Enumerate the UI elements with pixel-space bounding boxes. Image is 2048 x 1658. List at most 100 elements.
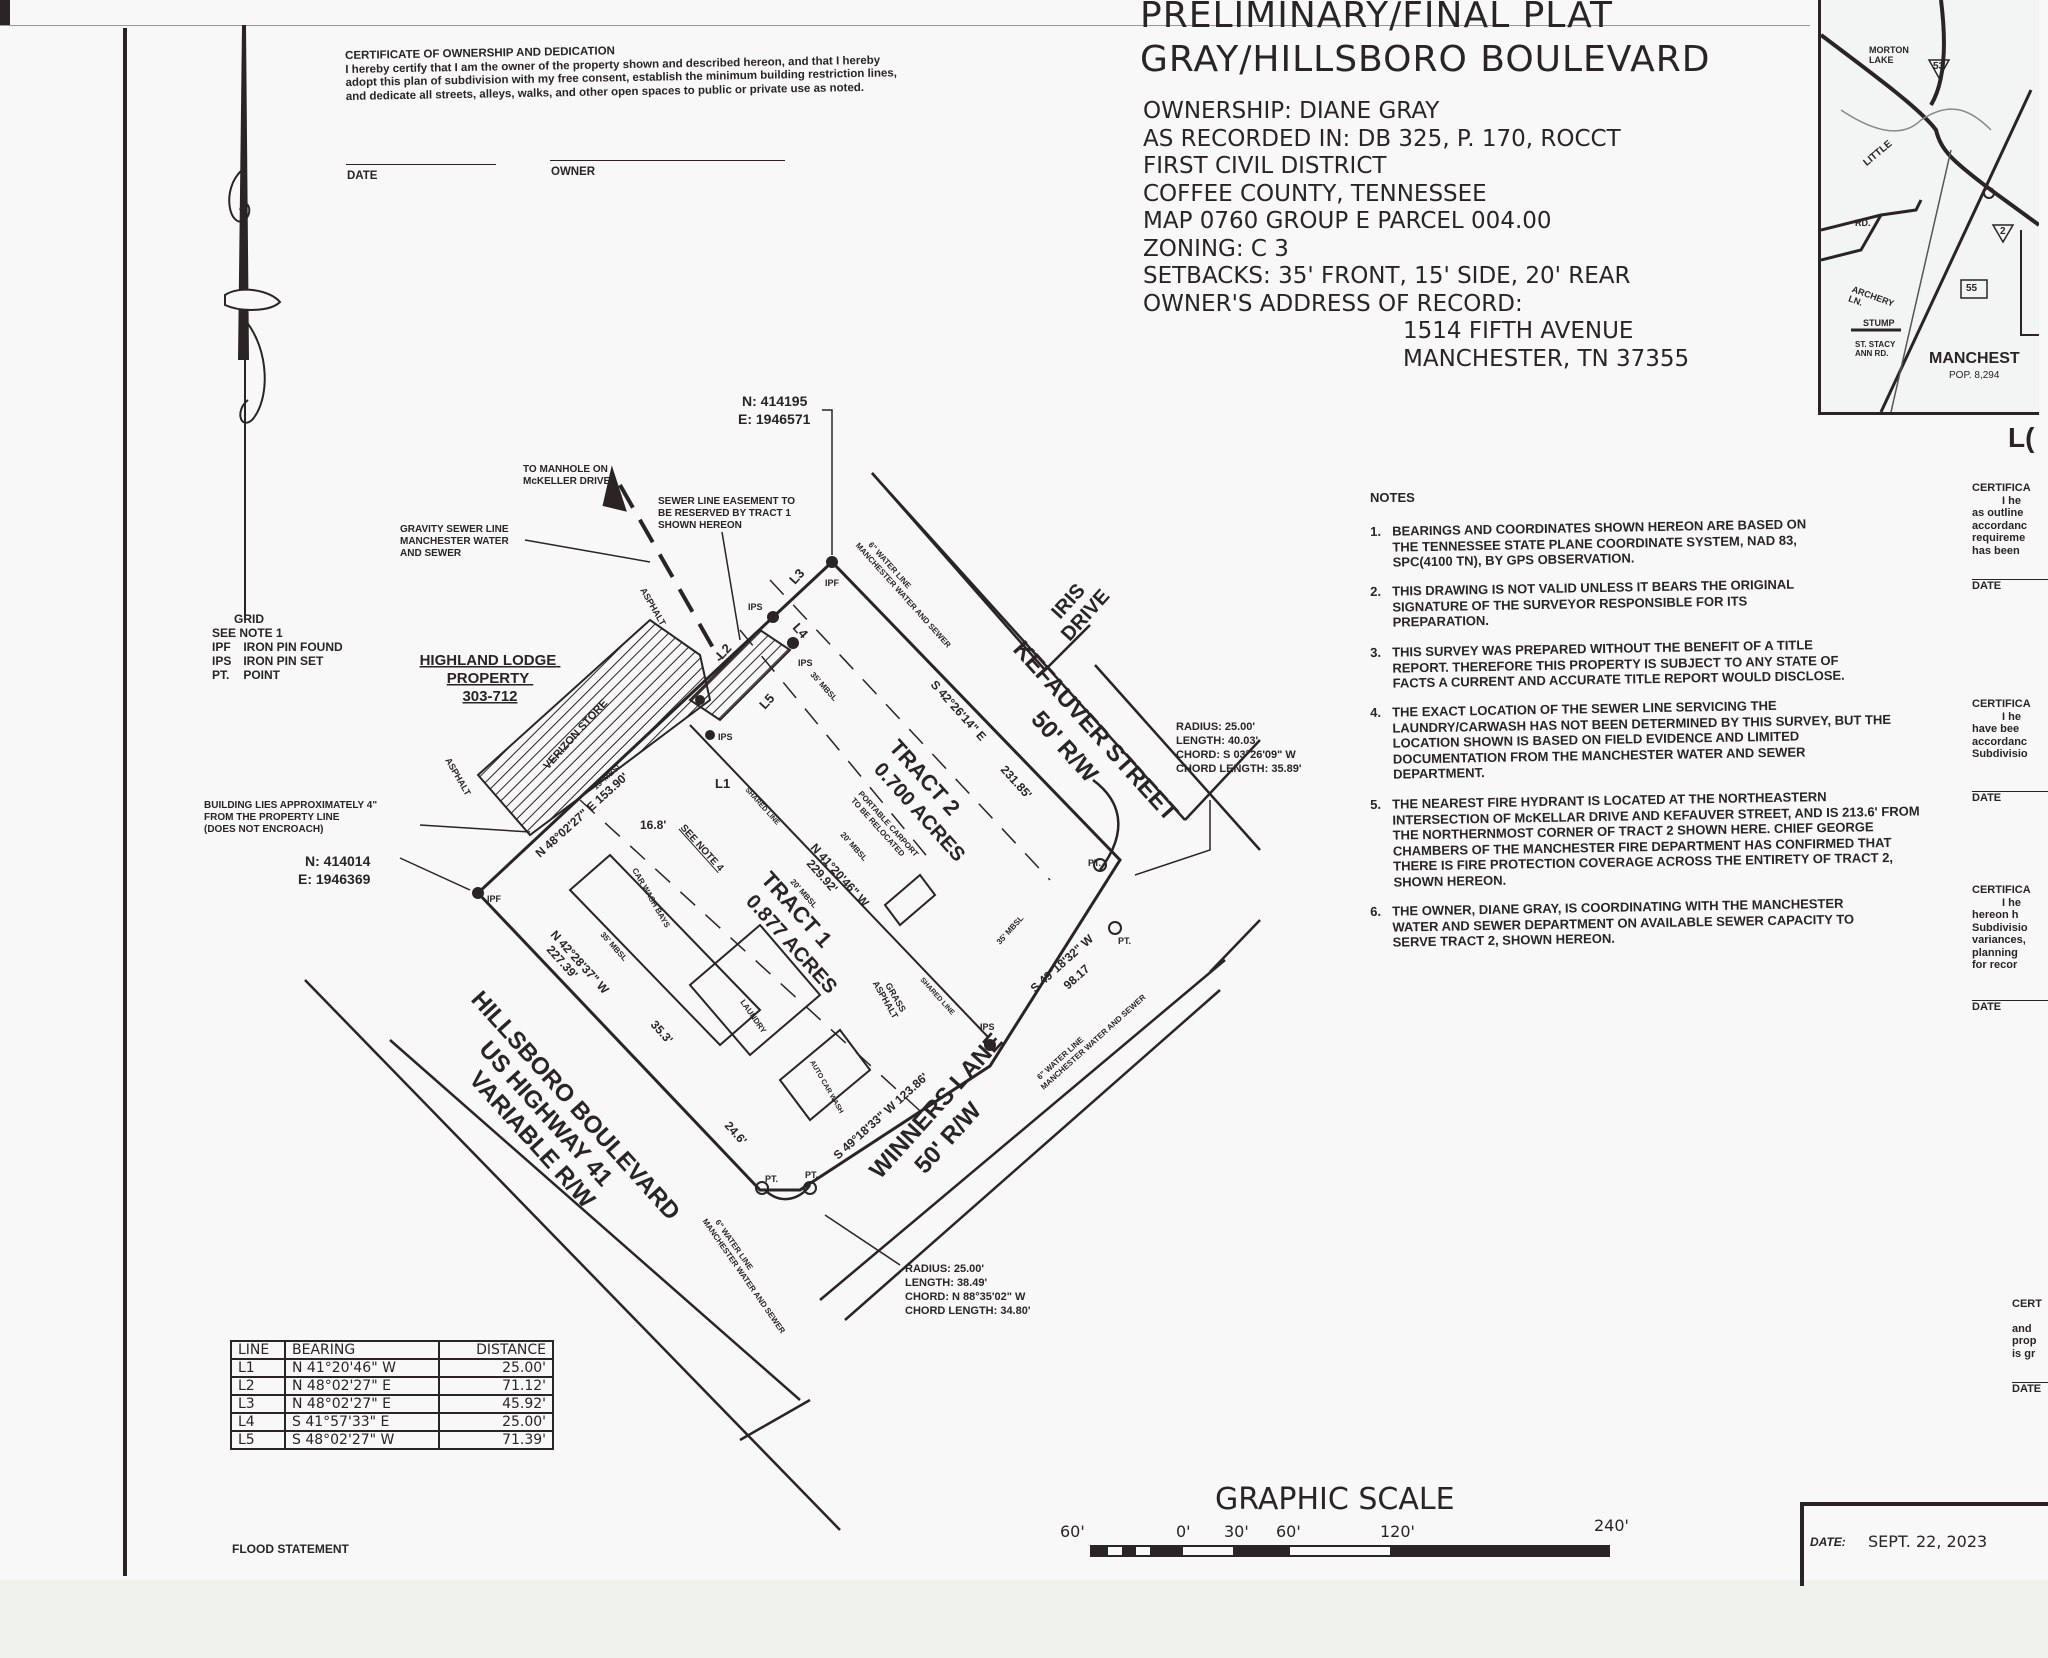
pin-label: PT. (1088, 858, 1101, 868)
plat-title: PRELIMINARY/FINAL PLAT GRAY/HILLSBORO BO… (1140, 0, 1711, 82)
mbsl-35: 35' MBSL (995, 914, 1026, 947)
curve-data-ne: RADIUS: 25.00' LENGTH: 40.03' CHORD: S 0… (1176, 721, 1302, 775)
building-note: BUILDING LIES APPROXIMATELY 4" FROM THE … (204, 800, 380, 835)
top-edge (0, 25, 1810, 26)
pin-label: IPS (748, 602, 763, 612)
map-label-stump: STUMP (1863, 318, 1895, 328)
pin-label: IPS (798, 658, 813, 668)
title-line-2: GRAY/HILLSBORO BOULEVARD (1140, 39, 1711, 80)
line-label-l1: L1 (715, 776, 730, 791)
location-map: MORTON LAKE LITTLE 53 2 55 ARCHERY LN. S… (1818, 0, 2039, 415)
scale-tick: 60' (1276, 1522, 1301, 1541)
see-note-4-tag[interactable]: SEE NOTE 4 (678, 823, 726, 874)
grass-asphalt-label: GRASS ASPHALT (871, 974, 910, 1021)
legend-see-note: SEE NOTE 1 (212, 626, 283, 640)
right-certificate-3: CERTIFICA I he hereon h Subdivisio varia… (1972, 884, 2048, 1013)
ownership-info: OWNERSHIP: DIANE GRAY AS RECORDED IN: DB… (1143, 98, 1689, 373)
plat-drawing: N: 414195 E: 1946571 N: 414014 E: 194636… (204, 393, 1610, 1557)
line-table-header: LINE BEARING DISTANCE (230, 1340, 554, 1360)
address-line-2: MANCHESTER, TN 37355 (1403, 345, 1690, 372)
map-city: MANCHEST (1929, 350, 2020, 367)
iron-pin-set (787, 637, 799, 649)
right-certificate-3-date: DATE (1972, 999, 2048, 1014)
point-marker (803, 1181, 817, 1195)
notes-heading: NOTES (1370, 490, 1415, 505)
civil-district: FIRST CIVIL DISTRICT (1143, 153, 1387, 179)
title-block-date-label: DATE: (1810, 1535, 1846, 1549)
point-marker (755, 1181, 769, 1195)
map-label-rd: RD. (1855, 218, 1871, 228)
map-population: POP. 8,294 (1949, 370, 2000, 381)
setbacks: SETBACKS: 35' FRONT, 15' SIDE, 20' REAR (1143, 263, 1631, 289)
iron-pin-found-sw (472, 887, 484, 899)
gravity-sewer-note: GRAVITY SEWER LINE MANCHESTER WATER AND … (400, 524, 511, 559)
pin-label: IPS (980, 1022, 995, 1032)
pin-label: IPF (487, 894, 502, 904)
scale-tick: 120' (1380, 1522, 1415, 1541)
mbsl-35: 35' MBSL (809, 670, 840, 703)
plat-sheet (0, 0, 2048, 1580)
date-signature-line[interactable] (346, 164, 496, 165)
title-line-1: PRELIMINARY/FINAL PLAT (1140, 0, 1614, 36)
map-label-55: 55 (1966, 283, 1978, 294)
scale-tick: 60' (1060, 1522, 1085, 1541)
north-arrow-icon (224, 25, 282, 620)
left-border-line (123, 28, 127, 1576)
scan-edge (0, 0, 10, 26)
graphic-scale-title: GRAPHIC SCALE (1215, 1482, 1455, 1517)
pin-label: IPS (718, 732, 733, 742)
ownership: OWNERSHIP: DIANE GRAY (1143, 98, 1440, 124)
verizon-store-building (476, 618, 712, 837)
iron-pin-set (767, 611, 779, 623)
map-label-morton-lake: MORTON LAKE (1869, 45, 1909, 65)
owner-label: OWNER (551, 166, 596, 178)
owner-signature-line[interactable] (550, 160, 785, 161)
water-line-label: 6" WATER LINE MANCHESTER WATER AND SEWER (701, 1211, 796, 1335)
legend-row: PT.POINT (212, 668, 281, 682)
flood-statement: FLOOD STATEMENT (232, 1542, 349, 1556)
coord-north-e: E: 1946571 (738, 411, 811, 427)
title-block-date-value: SEPT. 22, 2023 (1868, 1532, 1988, 1551)
zoning: ZONING: C 3 (1143, 235, 1289, 262)
right-certificate-4: CERT and prop is gr DATE (2012, 1298, 2048, 1396)
iron-pin-set (984, 1039, 996, 1051)
highland-lodge-property: HIGHLAND LODGE PROPERTY 303-712 (420, 652, 561, 705)
line-label-l5: L5 (756, 691, 777, 712)
scale-tick: 240' (1594, 1516, 1629, 1535)
iron-pin-set (705, 730, 715, 740)
pin-label: PT. (1118, 936, 1131, 946)
map-parcel: MAP 0760 GROUP E PARCEL 004.00 (1143, 208, 1552, 234)
iron-pin-found-n (826, 556, 838, 568)
scale-tick: 0' (1176, 1522, 1191, 1541)
map-label-stacy-ann: ST. STACY ANN RD. (1855, 340, 1896, 358)
sewer-easement-note: SEWER LINE EASEMENT TO BE RESERVED BY TR… (658, 496, 798, 531)
mbsl-20: 20' MBSL (839, 830, 870, 863)
point-marker (1093, 858, 1107, 872)
right-certificate-2-date: DATE (1972, 790, 2048, 805)
legend-grid: GRID (234, 612, 264, 626)
sewer-easement-hatch (688, 628, 792, 722)
car-wash-bays-label: CAR WASH BAYS (630, 867, 672, 930)
manhole-note: TO MANHOLE ON McKELLER DRIVE (523, 464, 611, 487)
curve-data-sw: RADIUS: 25.00' LENGTH: 38.49' CHORD: N 8… (905, 1263, 1031, 1317)
address-line-1: 1514 FIFTH AVENUE (1403, 318, 1634, 344)
graphic-scale-bar (1090, 1545, 1610, 1557)
pin-label: IPF (825, 578, 840, 588)
line-label-l3: L3 (786, 566, 807, 587)
coord-north-n: N: 414195 (742, 393, 808, 409)
iron-pin-set (695, 695, 705, 705)
dimension-35-3: 35.3' (648, 1018, 676, 1047)
right-certificate-1: CERTIFICA I he as outline accordanc requ… (1972, 482, 2048, 593)
dimension-24-6: 24.6' (722, 1119, 750, 1148)
right-certificate-2: CERTIFICA I he have bee accordanc Subdiv… (1972, 698, 2048, 804)
shared-line-label: SHARED LINE (744, 787, 781, 827)
asphalt-label: ASPHALT (443, 756, 473, 798)
